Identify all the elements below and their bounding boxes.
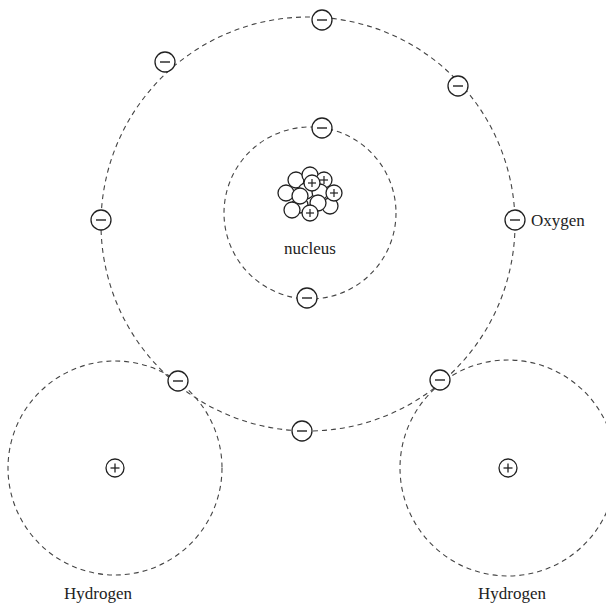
electron <box>448 76 468 96</box>
part-name: nucleus <box>284 239 336 258</box>
electron <box>312 118 332 138</box>
oxygen-nucleus <box>278 167 342 221</box>
electron <box>168 371 188 391</box>
electron <box>155 52 175 72</box>
atom-name: Hydrogen <box>64 584 132 603</box>
electron <box>297 288 317 308</box>
atom-name: Oxygen <box>531 211 585 230</box>
oxygen-inner-shell <box>224 127 396 299</box>
oxygen-outer-shell <box>101 17 515 431</box>
label-holder: Oxygen <box>531 212 585 231</box>
label-holder: Hydrogen <box>478 585 546 604</box>
electron <box>312 10 332 30</box>
label-holder: Hydrogen <box>64 585 132 604</box>
hydrogen-shell <box>8 361 222 575</box>
electron <box>505 210 525 230</box>
electron <box>430 370 450 390</box>
atom-name: Hydrogen <box>478 584 546 603</box>
hydrogen-shell <box>400 360 606 576</box>
label-holder: nucleus <box>284 240 336 259</box>
hydrogen-proton <box>499 459 517 477</box>
electron <box>292 421 312 441</box>
electron <box>91 210 111 230</box>
hydrogen-proton <box>106 459 124 477</box>
